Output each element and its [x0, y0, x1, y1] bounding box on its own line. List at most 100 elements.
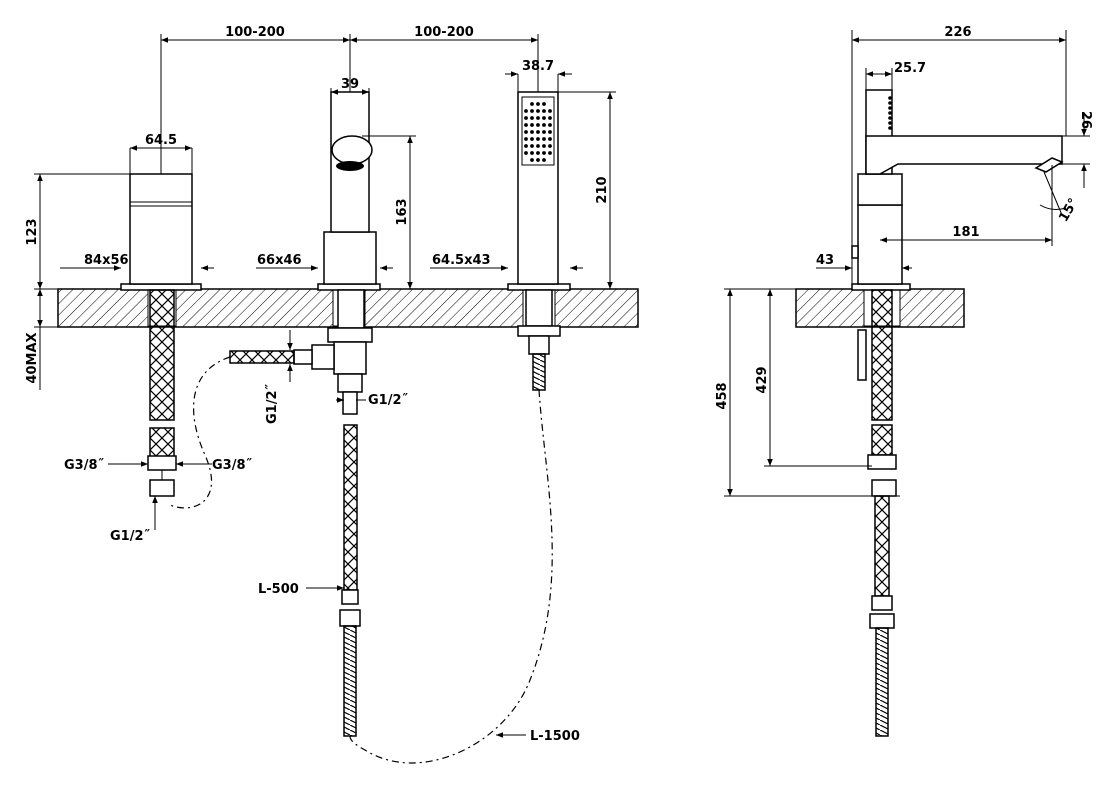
side-dot [888, 96, 892, 100]
front-dimensions [34, 34, 616, 738]
side-dimensions [724, 30, 1090, 497]
side-dot [888, 111, 892, 115]
label-handshower-height: 210 [595, 176, 610, 203]
side-flex-hose [875, 627, 889, 737]
side-dot [888, 101, 892, 105]
nozzle-dot [542, 123, 546, 127]
spout-body [317, 91, 381, 291]
nozzle-dot [530, 102, 534, 106]
label-hose-short: L-500 [258, 582, 299, 597]
nozzle-dot [524, 123, 528, 127]
nozzle-dot [536, 123, 540, 127]
label-outlet-height: 26 [1078, 111, 1093, 129]
nozzle-dot [536, 109, 540, 113]
side-dot [888, 126, 892, 130]
nozzle-dot [530, 144, 534, 148]
side-spout-body [851, 89, 1064, 291]
nozzle-dot [536, 144, 540, 148]
label-outlet-angle: 15° [1056, 196, 1081, 225]
nozzle-dot [536, 130, 540, 134]
handshower-body [507, 91, 571, 291]
side-supply-hose [871, 289, 893, 421]
front-view: 100-200 100-200 38.7 39 64.5 123 163 210… [25, 25, 639, 764]
spout-supply-hose [343, 424, 358, 591]
label-total-depth: 226 [944, 25, 971, 40]
nozzle-dot [530, 123, 534, 127]
label-connection-diverter-v: G1/2˝ [265, 383, 280, 424]
side-dot [888, 116, 892, 120]
nozzle-dot [524, 109, 528, 113]
nozzle-dot [542, 102, 546, 106]
mixer-body [120, 173, 202, 291]
diverter-side-outlet [311, 344, 335, 370]
nozzle-dot [542, 130, 546, 134]
dashed-supply-path [169, 356, 231, 509]
label-handshower-base: 64.5x43 [432, 253, 491, 268]
nozzle-dot [530, 151, 534, 155]
nozzle-dot [524, 144, 528, 148]
diverter-side-nut [293, 349, 313, 365]
nozzle-dot [542, 144, 546, 148]
label-hose-length: 429 [755, 366, 770, 393]
mixer-nut [149, 479, 175, 497]
label-connection-left-1: G3/8˝ [64, 458, 105, 473]
side-shower-hose [874, 495, 890, 597]
nozzle-dot [542, 116, 546, 120]
label-base-offset: 43 [816, 253, 834, 268]
mixer-supply-hose [149, 289, 175, 421]
spout-nut [327, 327, 373, 343]
handshower-nozzles [524, 102, 552, 162]
mixer-connector [147, 455, 177, 471]
nozzle-dot [530, 130, 534, 134]
label-mixer-base: 84x56 [84, 253, 129, 268]
label-handshower-width: 38.7 [522, 59, 554, 74]
label-connection-bottom: G1/2˝ [110, 529, 151, 544]
side-view: 226 25.7 26 15° 181 43 458 429 [715, 25, 1093, 737]
nozzle-dot [536, 158, 540, 162]
side-dot [888, 106, 892, 110]
nozzle-dot [548, 116, 552, 120]
label-reach: 181 [952, 225, 979, 240]
diverter [333, 341, 367, 375]
label-deck-thickness: 40MAX [25, 332, 40, 383]
diverter-side-hose [229, 350, 295, 364]
label-mixer-height: 123 [25, 218, 40, 245]
nozzle-dot [530, 158, 534, 162]
nozzle-dot [530, 109, 534, 113]
diverter-nut [337, 373, 363, 393]
label-body-width: 25.7 [894, 61, 926, 76]
label-total-length: 458 [715, 382, 730, 409]
label-spacing-left: 100-200 [225, 25, 285, 40]
nozzle-dot [536, 116, 540, 120]
label-connection-left-2: G3/8˝ [212, 458, 253, 473]
side-control-dots [888, 96, 892, 130]
nozzle-dot [548, 151, 552, 155]
label-connection-diverter-h: G1/2˝ [368, 393, 409, 408]
mixer-supply-hose-lower [149, 427, 175, 459]
side-dot [888, 121, 892, 125]
dashed-shower-hose-path [349, 389, 553, 764]
nozzle-dot [530, 137, 534, 141]
nozzle-dot [536, 102, 540, 106]
nozzle-dot [542, 158, 546, 162]
nozzle-dot [530, 116, 534, 120]
nozzle-dot [524, 137, 528, 141]
nozzle-dot [536, 151, 540, 155]
shower-flex-hose [343, 625, 357, 737]
nozzle-dot [524, 151, 528, 155]
nozzle-dot [542, 151, 546, 155]
handshower-hose [532, 353, 546, 391]
label-hose-long: L-1500 [530, 729, 580, 744]
nozzle-dot [542, 109, 546, 113]
nozzle-dot [524, 116, 528, 120]
nozzle-dot [536, 137, 540, 141]
label-mixer-width: 64.5 [145, 133, 177, 148]
nozzle-dot [542, 137, 546, 141]
nozzle-dot [548, 109, 552, 113]
nozzle-dot [548, 123, 552, 127]
label-spacing-right: 100-200 [414, 25, 474, 40]
spout-shank [337, 289, 365, 329]
nozzle-dot [548, 137, 552, 141]
nozzle-dot [524, 130, 528, 134]
